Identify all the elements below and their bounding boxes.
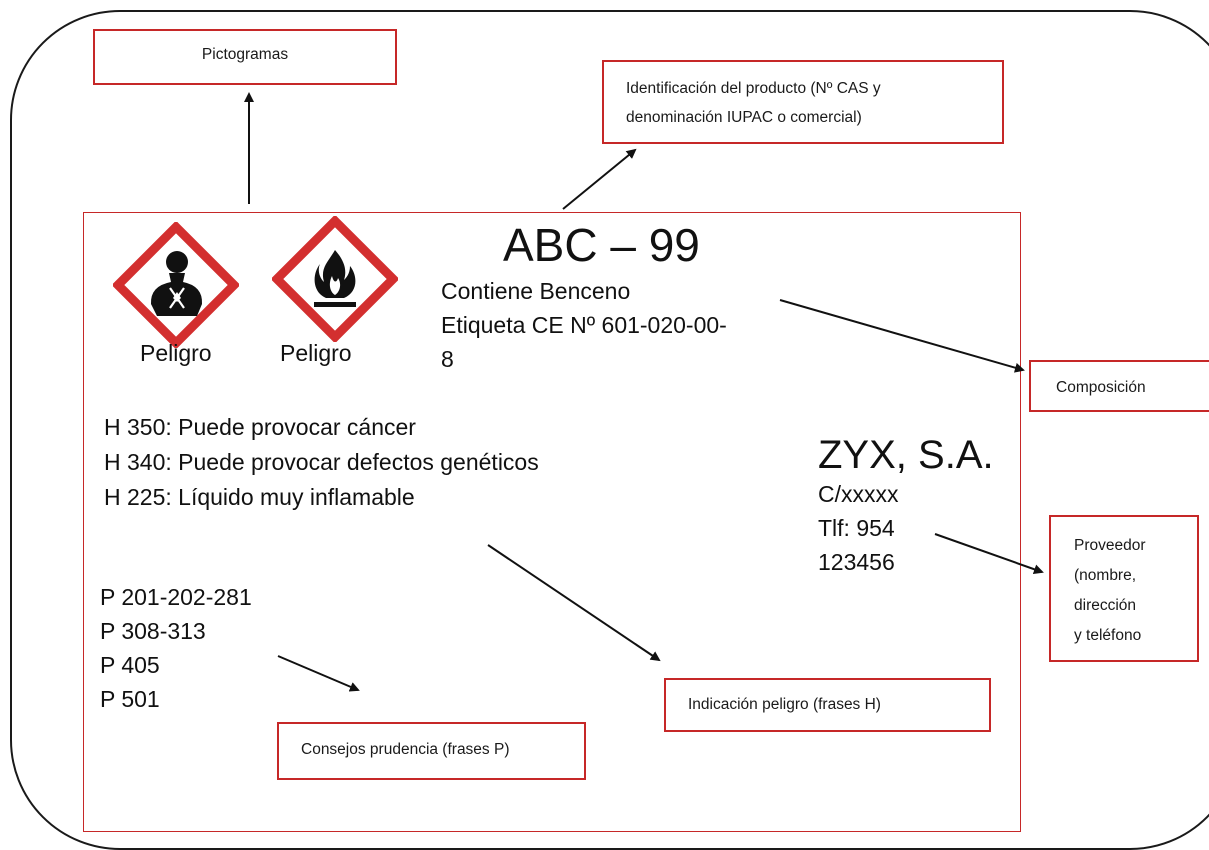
callout-pictogramas: Pictogramas [93,29,397,85]
pictogram-caption-2: Peligro [280,340,352,366]
composition-line1: Contiene Benceno [441,278,631,304]
composition-line2: Etiqueta CE Nº 601-020-00- [441,312,727,338]
composition-line3: 8 [441,346,454,372]
callout-indicacion-text: Indicación peligro (frases H) [688,696,881,713]
supplier-name: ZYX, S.A. [818,433,994,477]
pictogram-caption-1: Peligro [140,340,212,366]
supplier-address: C/xxxxx [818,481,899,507]
callout-identificacion: Identificación del producto (Nº CAS y de… [602,60,1004,144]
callout-identificacion-line2: denominación IUPAC o comercial) [626,109,862,126]
callout-composicion: Composición [1029,360,1209,412]
callout-proveedor-line1: Proveedor [1074,537,1146,554]
h-phrase: H 225: Líquido muy inflamable [104,484,415,510]
product-name: ABC – 99 [503,219,700,271]
supplier-phone-line1: Tlf: 954 [818,515,895,541]
callout-consejos-text: Consejos prudencia (frases P) [301,741,510,758]
callout-proveedor: Proveedor (nombre, dirección y teléfono [1049,515,1199,662]
p-phrase: P 308-313 [100,618,206,644]
p-phrase: P 405 [100,652,160,678]
flame-icon [272,216,398,342]
callout-indicacion: Indicación peligro (frases H) [664,678,991,732]
h-phrase: H 350: Puede provocar cáncer [104,414,416,440]
h-phrase: H 340: Puede provocar defectos genéticos [104,449,539,475]
callout-proveedor-line2: (nombre, [1074,567,1137,584]
callout-identificacion-line1: Identificación del producto (Nº CAS y [626,80,881,97]
callout-composicion-text: Composición [1056,379,1146,396]
callout-consejos: Consejos prudencia (frases P) [277,722,586,780]
health-hazard-icon [113,222,239,348]
callout-proveedor-line4: y teléfono [1074,627,1142,644]
callout-pictogramas-text: Pictogramas [201,46,289,63]
callout-proveedor-line3: dirección [1074,597,1137,614]
p-phrase: P 501 [100,686,160,712]
supplier-phone-line2: 123456 [818,549,895,575]
p-phrase: P 201-202-281 [100,584,252,610]
